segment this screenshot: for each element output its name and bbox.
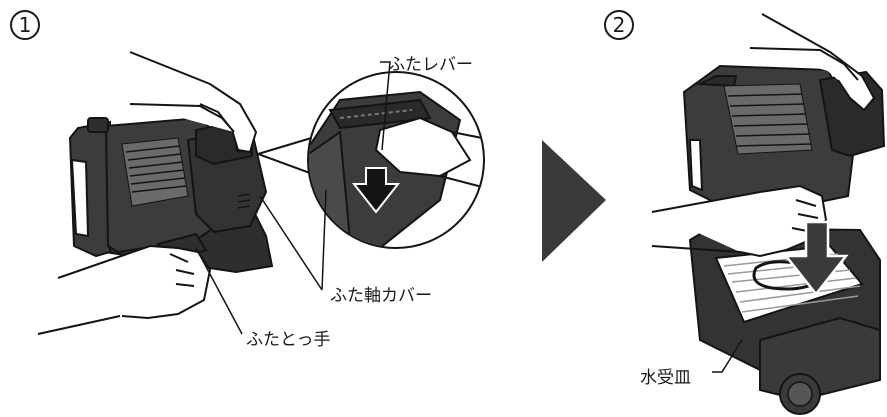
- right-triangle-arrow-icon: [542, 140, 606, 262]
- label-lid-lever: ふたレバー: [388, 55, 473, 75]
- step-number-1: 1: [10, 10, 40, 40]
- hand-bottom-step2: [651, 184, 828, 258]
- step-number-2: 2: [604, 10, 634, 40]
- push-down-arrow-step1: [351, 167, 401, 214]
- hand-top-step2: [749, 13, 876, 112]
- leader-lines-step1: [195, 61, 391, 335]
- hand-bottom-step1: [37, 244, 212, 335]
- label-lid-shaft-cover: ふた軸カバー: [330, 286, 432, 306]
- label-lid-handle: ふたとっ手: [246, 330, 331, 350]
- zoom-callout-circle: [254, 71, 485, 249]
- leader-line-drip-tray: [712, 339, 743, 373]
- down-arrow-icon: [783, 220, 849, 297]
- label-drip-tray: 水受皿: [640, 368, 691, 388]
- hand-top-step1: [129, 51, 258, 154]
